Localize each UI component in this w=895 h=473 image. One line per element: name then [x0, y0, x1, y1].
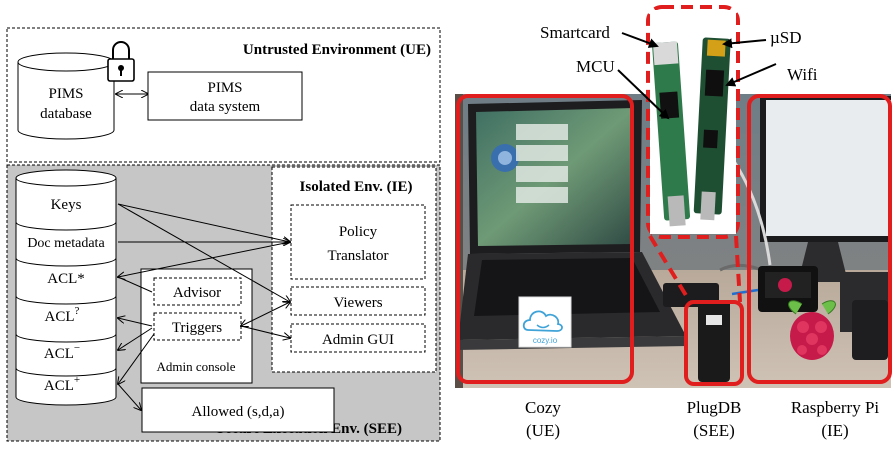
triggers-box	[153, 312, 242, 341]
untrusted-env-title: Untrusted Environment (UE)	[243, 42, 431, 58]
mcu-label: MCU	[576, 57, 615, 76]
admin-gui-box	[290, 323, 426, 353]
db-row-acl-plus: ACL+	[44, 374, 80, 394]
caption-raspberry-pi: Raspberry Pi	[791, 398, 880, 417]
lock-icon	[107, 41, 135, 82]
caption-plugdb-see: (SEE)	[693, 421, 735, 440]
advisor-box	[153, 277, 242, 306]
db-row-acl-star: ACL*	[47, 271, 85, 287]
policy-translator-label-1: Policy	[339, 224, 378, 240]
cozy-logo: cozy.io	[518, 296, 572, 348]
pims-db-label-2: database	[40, 106, 92, 122]
db-row-acl-minus: ACL−	[44, 342, 80, 362]
isolated-environment: Isolated Env. (IE) Policy Translator Vie…	[271, 166, 437, 373]
pims-ds-label-2: data system	[190, 99, 261, 115]
untrusted-environment: Untrusted Environment (UE) PIMS database…	[6, 27, 441, 163]
allowed-box: Allowed (s,d,a)	[141, 387, 335, 433]
pims-data-system	[147, 71, 303, 121]
triggers-label: Triggers	[172, 320, 222, 336]
architecture-diagram: Untrusted Environment (UE) PIMS database…	[6, 27, 441, 442]
usd-label: µSD	[770, 28, 802, 47]
hardware-photo: cozy.io	[455, 5, 892, 440]
advisor-label: Advisor	[173, 285, 221, 301]
photo-captions: Cozy (UE) PlugDB (SEE) Raspberry Pi (IE)	[525, 398, 879, 440]
wifi-label: Wifi	[787, 65, 818, 84]
metadata-database-stack: Keys Doc metadata ACL* ACL? ACL− ACL+	[15, 169, 117, 406]
raspberry-pi-board	[758, 266, 818, 312]
db-row-keys: Keys	[51, 197, 82, 213]
mcu-chip	[659, 91, 680, 119]
smartcard-slot	[652, 41, 679, 66]
laptop-cozy	[456, 100, 688, 350]
connection-arrow	[731, 288, 759, 296]
allowed-label: Allowed (s,d,a)	[192, 404, 285, 420]
monitor-raspberry	[760, 96, 891, 360]
component-labels: Smartcard MCU µSD Wifi	[540, 23, 818, 120]
pims-database: PIMS database	[17, 52, 115, 140]
raspberry-pi-logo	[788, 300, 836, 360]
admin-console: Advisor Triggers Admin console	[140, 268, 253, 384]
plugdb-boards	[650, 10, 736, 234]
usd-slot	[706, 39, 726, 57]
admin-console-label: Admin console	[156, 359, 235, 374]
caption-cozy-ue: (UE)	[526, 421, 560, 440]
viewers-label: Viewers	[333, 295, 382, 311]
db-row-acl-q: ACL?	[45, 305, 80, 325]
pims-db-label-1: PIMS	[48, 86, 83, 102]
plugdb-device	[698, 300, 730, 382]
wifi-module	[704, 69, 725, 97]
red-frames	[456, 5, 892, 386]
smartcard-label: Smartcard	[540, 23, 610, 42]
caption-cozy: Cozy	[525, 398, 561, 417]
policy-translator	[290, 204, 426, 280]
cozy-logo-text: cozy.io	[533, 336, 558, 345]
db-row-doc-metadata: Doc metadata	[27, 236, 105, 251]
admin-gui-label: Admin GUI	[322, 332, 394, 348]
isolated-env-title: Isolated Env. (IE)	[300, 179, 413, 195]
caption-raspberry-pi-ie: (IE)	[821, 421, 848, 440]
pims-ds-label-1: PIMS	[207, 80, 242, 96]
diagram-arrows	[118, 203, 290, 410]
caption-plugdb: PlugDB	[687, 398, 742, 417]
policy-translator-label-2: Translator	[327, 248, 388, 264]
